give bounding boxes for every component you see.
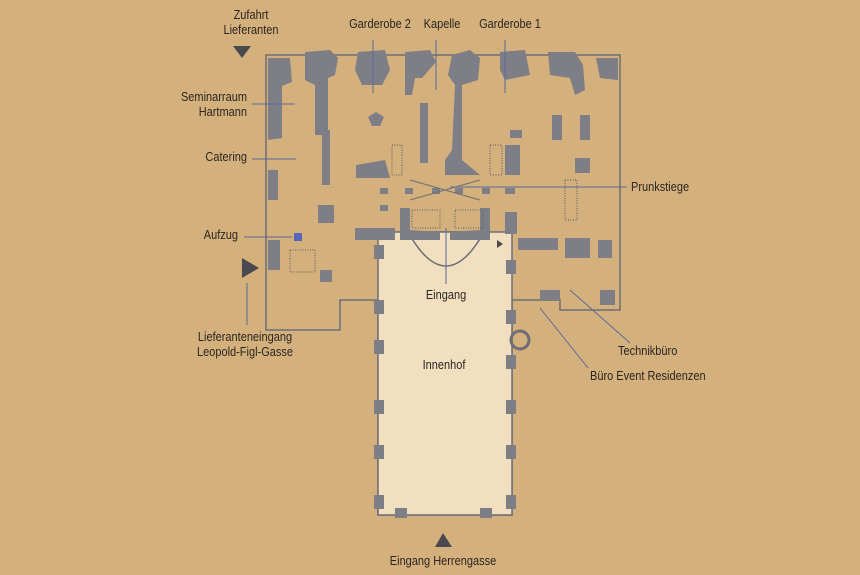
courtyard-piers [374,245,531,518]
lieferanteneingang-arrow-icon [242,258,259,278]
label-technikbuero: Technikbüro [618,344,678,358]
label-aufzug: Aufzug [203,228,238,242]
label-seminarraum-hartmann: Seminarraum Hartmann [159,90,247,120]
stairs [289,144,578,273]
herrengasse-arrow-icon [435,533,452,547]
label-eingang-herrengasse: Eingang Herrengasse [389,554,497,568]
label-innenhof: Innenhof [422,358,466,372]
innenhof-area [377,231,513,516]
label-kapelle: Kapelle [423,17,461,31]
label-garderobe-2: Garderobe 2 [349,17,411,31]
label-prunkstiege: Prunkstiege [631,180,690,194]
label-line: Leopold-Figl-Gasse [196,345,294,359]
label-line: Zufahrt [233,8,269,22]
label-lieferanteneingang: Lieferanteneingang Leopold-Figl-Gasse [183,330,306,360]
label-buero-event-residenzen: Büro Event Residenzen [590,369,706,383]
spiral-stair [509,329,531,351]
label-line: Hartmann [198,105,247,119]
label-line: Lieferanten [223,23,279,37]
label-zufahrt-lieferanten: Zufahrt Lieferanten [207,8,295,38]
aufzug-icon [294,233,302,241]
leader-lines [244,40,631,369]
eingang-marker-icon [497,240,503,248]
label-line: Lieferanteneingang [197,330,293,344]
wall-masses [268,50,618,305]
label-line: Seminarraum [180,90,247,104]
building-footprint [265,54,621,516]
label-garderobe-1: Garderobe 1 [479,17,541,31]
zufahrt-arrow-icon [233,46,251,58]
label-catering: Catering [205,150,247,164]
label-eingang: Eingang [425,288,467,302]
